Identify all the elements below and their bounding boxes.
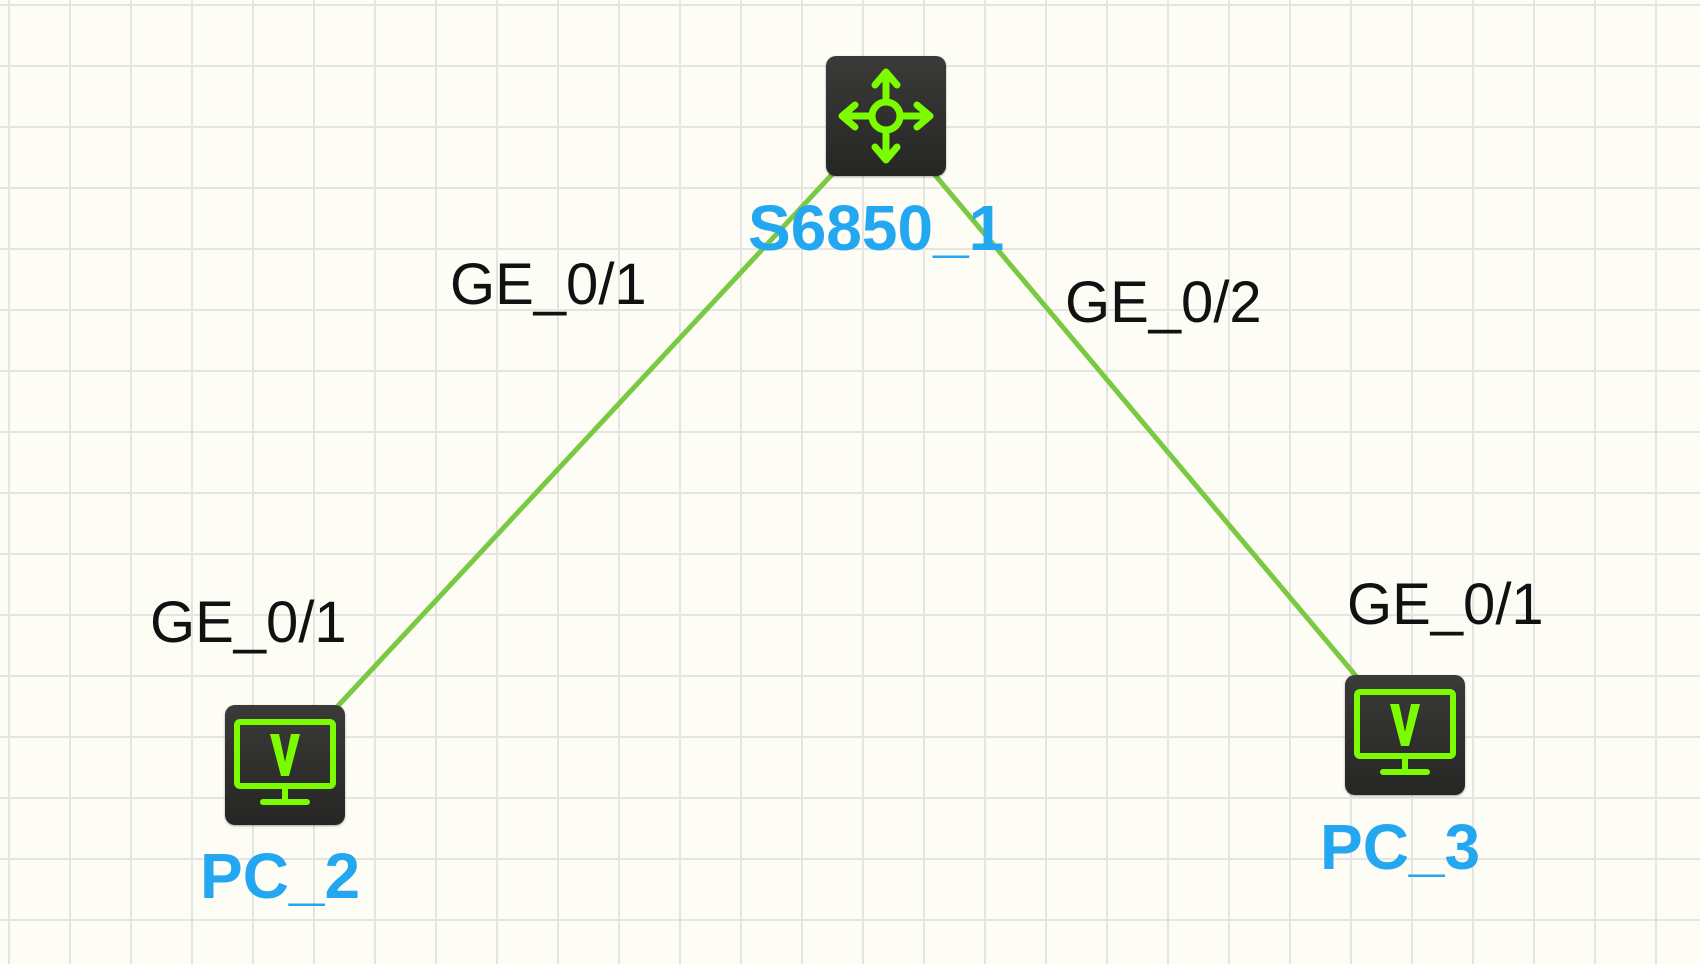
pc-monitor-icon bbox=[234, 719, 336, 805]
link-switch-pc3[interactable] bbox=[932, 172, 1359, 679]
port-label-pc2-ge-0-1: GE_0/1 bbox=[150, 590, 347, 655]
pc3-label: PC_3 bbox=[1320, 811, 1481, 883]
pc3-node[interactable] bbox=[1345, 675, 1465, 795]
switch-node[interactable] bbox=[826, 56, 946, 176]
port-label-switch-ge-0-1: GE_0/1 bbox=[450, 252, 647, 317]
link-switch-pc2[interactable] bbox=[333, 165, 841, 711]
pc2-node[interactable] bbox=[225, 705, 345, 825]
switch-label: S6850_1 bbox=[748, 192, 1005, 264]
port-label-pc3-ge-0-1: GE_0/1 bbox=[1347, 572, 1544, 637]
switch-router-icon bbox=[838, 68, 934, 164]
pc2-label: PC_2 bbox=[200, 840, 361, 912]
pc-monitor-icon bbox=[1354, 689, 1456, 775]
port-label-switch-ge-0-2: GE_0/2 bbox=[1065, 270, 1262, 335]
